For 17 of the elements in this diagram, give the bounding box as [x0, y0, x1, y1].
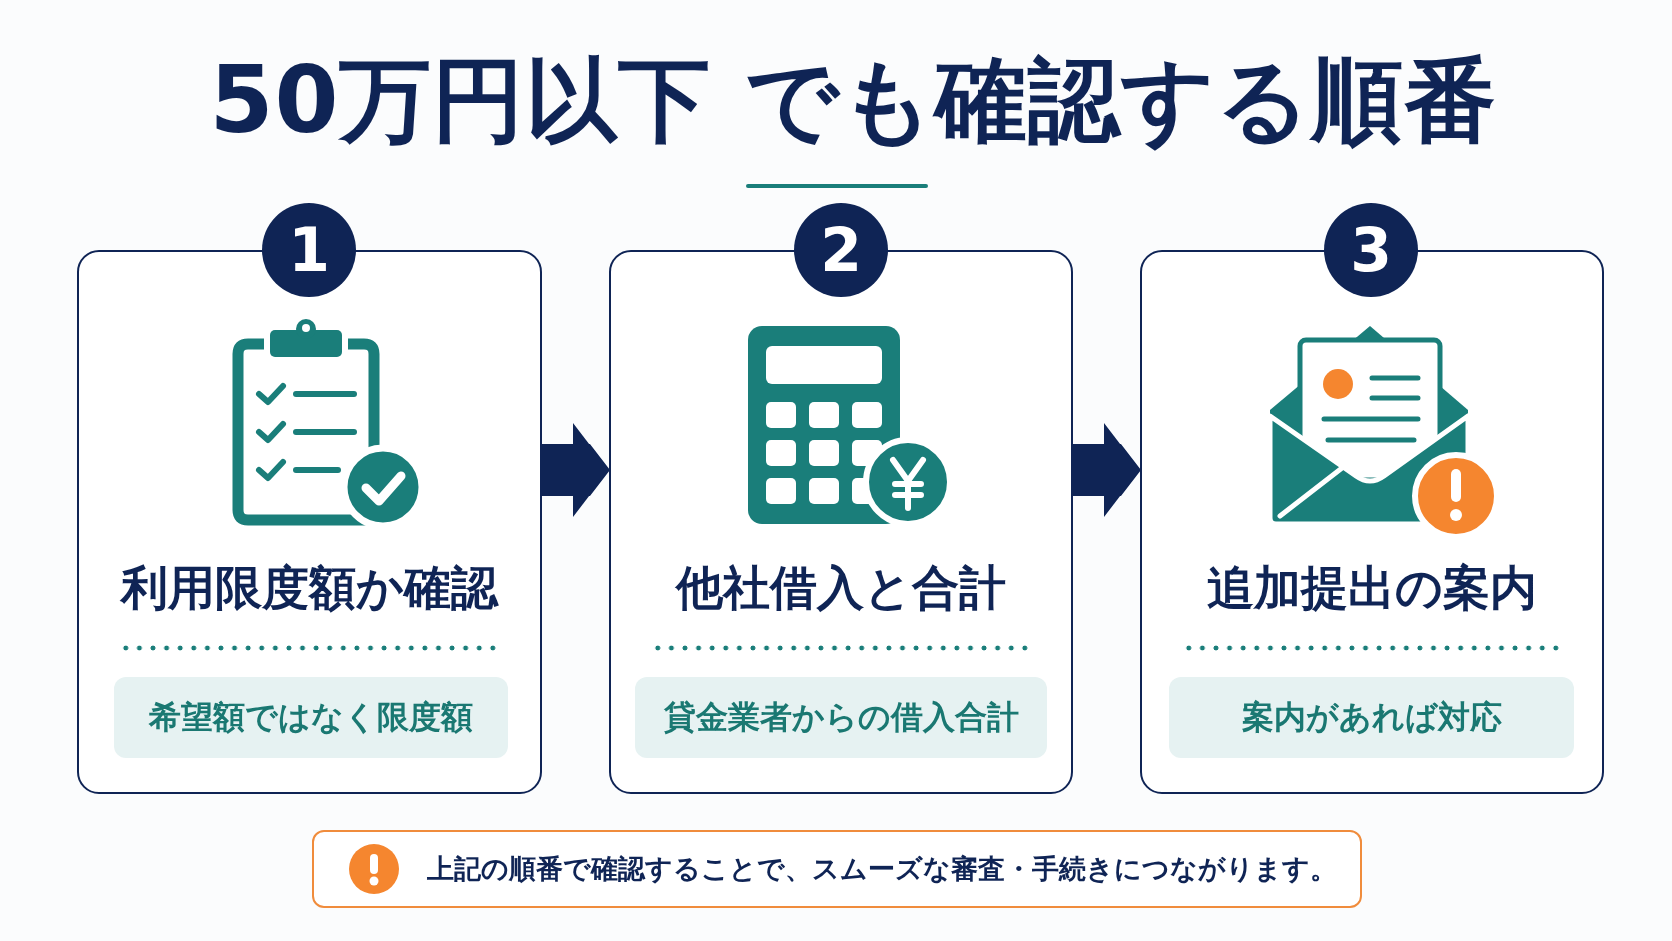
step-number: 2	[820, 220, 862, 280]
highlight-panel	[1169, 677, 1574, 758]
step-heading: 利用限度額か確認	[121, 560, 498, 617]
step-heading: 追加提出の案内	[1207, 560, 1537, 617]
step-heading: 他社借入と合計	[676, 560, 1006, 617]
note-panel	[312, 830, 1362, 908]
highlight-panel	[635, 677, 1047, 758]
title: 50万円以下 でも確認する順番	[209, 46, 1497, 156]
note-text: 上記の順番で確認することで、スムーズな審査・手続きにつながります。	[427, 852, 1337, 886]
highlight-text: 貸金業者からの借入合計	[663, 698, 1019, 737]
highlight-panel	[114, 677, 508, 758]
step-number: 1	[288, 220, 330, 280]
highlight-text: 案内があれば対応	[1241, 698, 1502, 737]
step-number: 3	[1350, 220, 1392, 280]
arrow	[542, 423, 609, 517]
arrow	[1073, 423, 1140, 517]
highlight-text: 希望額ではなく限度額	[149, 698, 473, 737]
